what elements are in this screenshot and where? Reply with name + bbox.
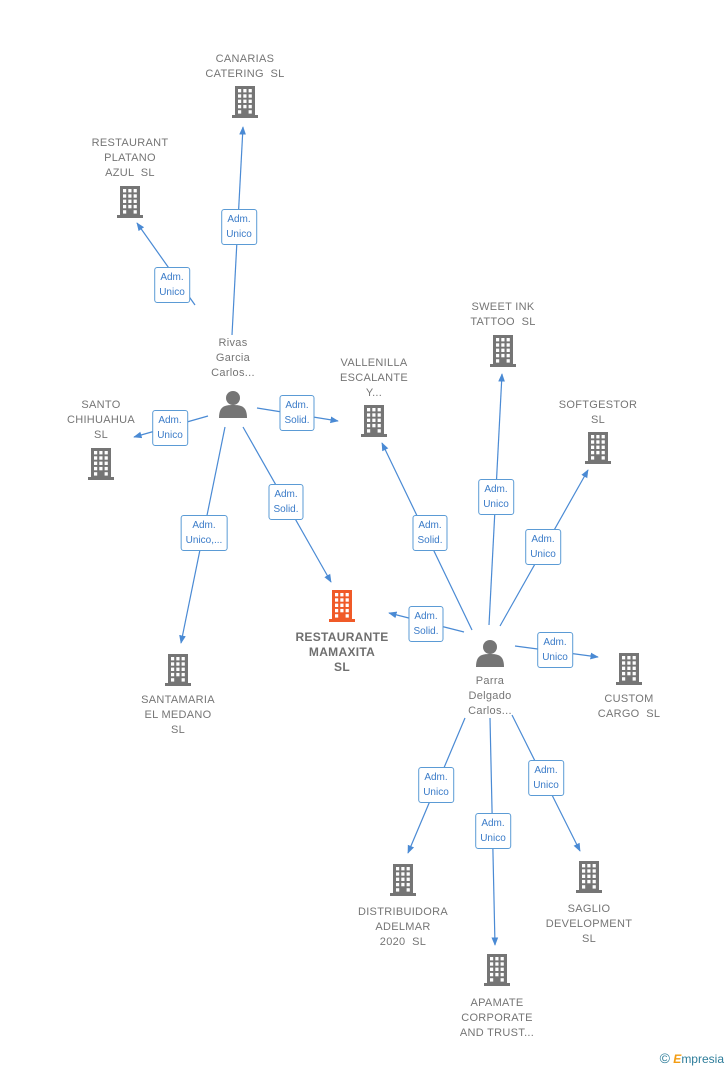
node-label-santamaria[interactable]: SANTAMARIA EL MEDANO SL xyxy=(141,694,215,736)
node-label-platano[interactable]: RESTAURANT PLATANO AZUL SL xyxy=(91,137,169,179)
building-icon-softgestor[interactable] xyxy=(585,432,611,464)
node-label-apamate[interactable]: APAMATE CORPORATE AND TRUST... xyxy=(459,997,535,1039)
node-label-adelmar[interactable]: DISTRIBUIDORA ADELMAR 2020 SL xyxy=(357,906,449,948)
node-label-mamaxita[interactable]: RESTAURANTE MAMAXITA SL xyxy=(295,630,389,674)
edge-label-parra-to-softgestor[interactable]: Adm. Unico xyxy=(525,529,561,565)
building-icon-saglio[interactable] xyxy=(576,861,602,893)
copyright-icon: © xyxy=(659,1050,670,1066)
node-label-sweetink[interactable]: SWEET INK TATTOO SL xyxy=(470,301,536,328)
empresia-logo-initial: E xyxy=(673,1052,682,1066)
building-icon-platano[interactable] xyxy=(117,186,143,218)
building-icon-customcargo[interactable] xyxy=(616,653,642,685)
node-label-canarias[interactable]: CANARIAS CATERING SL xyxy=(205,53,285,80)
edge-label-parra-to-saglio[interactable]: Adm. Unico xyxy=(528,760,564,796)
node-label-softgestor[interactable]: SOFTGESTOR SL xyxy=(558,399,638,426)
building-icon-santamaria[interactable] xyxy=(165,654,191,686)
node-label-vallenilla[interactable]: VALLENILLA ESCALANTE Y... xyxy=(339,357,409,399)
edge-label-parra-to-mamaxita[interactable]: Adm. Solid. xyxy=(408,606,444,642)
edge-label-parra-to-vallenilla[interactable]: Adm. Solid. xyxy=(412,515,448,551)
building-icon-adelmar[interactable] xyxy=(390,864,416,896)
edge-label-rivas-to-chihuahua[interactable]: Adm. Unico xyxy=(152,410,188,446)
edge-label-rivas-to-mamaxita[interactable]: Adm. Solid. xyxy=(268,484,304,520)
node-label-parra[interactable]: Parra Delgado Carlos... xyxy=(468,675,512,717)
building-icon-sweetink[interactable] xyxy=(490,335,516,367)
edge-label-parra-to-customcargo[interactable]: Adm. Unico xyxy=(537,632,573,668)
building-icon-canarias[interactable] xyxy=(232,86,258,118)
person-icon-rivas[interactable] xyxy=(219,391,247,418)
edge-label-parra-to-adelmar[interactable]: Adm. Unico xyxy=(418,767,454,803)
edge-label-rivas-to-vallenilla[interactable]: Adm. Solid. xyxy=(279,395,315,431)
edge-label-rivas-to-santamaria[interactable]: Adm. Unico,... xyxy=(180,515,228,551)
person-icon-parra[interactable] xyxy=(476,640,504,667)
empresia-credit[interactable]: © Empresia xyxy=(660,1050,724,1066)
edge-label-parra-to-apamate[interactable]: Adm. Unico xyxy=(475,813,511,849)
edge-label-parra-to-sweetink[interactable]: Adm. Unico xyxy=(478,479,514,515)
node-label-saglio[interactable]: SAGLIO DEVELOPMENT SL xyxy=(545,903,633,945)
building-icon-apamate[interactable] xyxy=(484,954,510,986)
edge-label-rivas-to-platano[interactable]: Adm. Unico xyxy=(154,267,190,303)
node-label-rivas[interactable]: Rivas Garcia Carlos... xyxy=(211,337,255,379)
building-icon-vallenilla[interactable] xyxy=(361,405,387,437)
edge-label-rivas-to-canarias[interactable]: Adm. Unico xyxy=(221,209,257,245)
node-label-chihuahua[interactable]: SANTO CHIHUAHUA SL xyxy=(66,399,136,441)
node-label-customcargo[interactable]: CUSTOM CARGO SL xyxy=(597,693,661,720)
empresia-logo-text: mpresia xyxy=(681,1052,724,1066)
building-icon-chihuahua[interactable] xyxy=(88,448,114,480)
building-icon-mamaxita[interactable] xyxy=(329,590,355,622)
